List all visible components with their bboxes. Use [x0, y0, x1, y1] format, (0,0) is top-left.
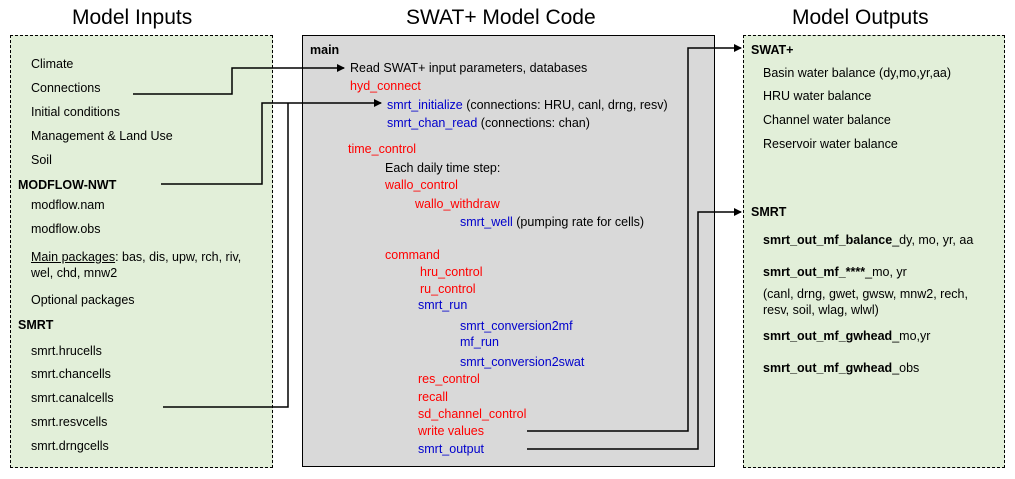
output-smrt-gwhead-obs: smrt_out_mf_gwhead_obs: [763, 362, 919, 375]
code-smrt-chan-read-note: (connections: chan): [477, 116, 590, 130]
input-modflow-nam: modflow.nam: [31, 198, 105, 212]
code-smrt-initialize: smrt_initialize: [387, 98, 463, 112]
input-management-land-use: Management & Land Use: [31, 129, 173, 143]
code-res-control: res_control: [418, 372, 480, 386]
code-time-control: time_control: [348, 142, 417, 156]
code-write-values: write values: [418, 424, 484, 438]
main-packages-list: : bas, dis, upw, rch, riv,: [115, 250, 242, 264]
code-hyd-connect: hyd_connect: [350, 79, 421, 93]
outputs-title: Model Outputs: [792, 6, 929, 29]
output-smrt-star-note1: (canl, drng, gwet, gwsw, mnw2, rech,: [763, 287, 968, 301]
smrt-inputs-header: SMRT: [18, 318, 54, 332]
input-optional-packages: Optional packages: [31, 293, 135, 307]
code-mf-run: mf_run: [460, 335, 499, 349]
input-main-packages-line2: wel, chd, mnw2: [31, 266, 118, 280]
code-command: command: [385, 248, 440, 262]
input-initial-conditions: Initial conditions: [31, 105, 120, 119]
code-main: main: [310, 43, 340, 57]
code-wallo-withdraw: wallo_withdraw: [415, 197, 500, 211]
input-smrt-resvcells: smrt.resvcells: [31, 415, 108, 429]
output-smrt-star-periods: _mo, yr: [865, 265, 907, 279]
smrt-outputs-header: SMRT: [751, 205, 787, 219]
code-wallo-control: wallo_control: [385, 178, 458, 192]
input-smrt-canalcells: smrt.canalcells: [31, 391, 114, 405]
code-smrt-conversion2swat: smrt_conversion2swat: [460, 355, 585, 369]
inputs-title: Model Inputs: [72, 6, 193, 29]
output-channel-water-balance: Channel water balance: [763, 113, 891, 127]
output-smrt-balance: smrt_out_mf_balance_dy, mo, yr, aa: [763, 234, 973, 247]
code-smrt-initialize-line: smrt_initialize (connections: HRU, canl,…: [387, 99, 668, 112]
output-smrt-balance-name: smrt_out_mf_balance: [763, 233, 893, 247]
code-smrt-run: smrt_run: [418, 298, 468, 312]
input-connections: Connections: [31, 81, 101, 95]
output-smrt-star-name: smrt_out_mf_****: [763, 265, 866, 279]
code-hru-control: hru_control: [420, 265, 483, 279]
code-recall: recall: [418, 390, 448, 404]
output-smrt-gwhead-periods: _mo,yr: [892, 329, 931, 343]
output-smrt-gwhead-name: smrt_out_mf_gwhead: [763, 329, 893, 343]
input-smrt-hrucells: smrt.hrucells: [31, 344, 102, 358]
code-smrt-chan-read-line: smrt_chan_read (connections: chan): [387, 117, 590, 130]
code-title: SWAT+ Model Code: [406, 6, 596, 29]
code-smrt-well-note: (pumping rate for cells): [512, 215, 645, 229]
output-smrt-balance-periods: _dy, mo, yr, aa: [892, 233, 974, 247]
modflow-header: MODFLOW-NWT: [18, 178, 117, 192]
main-packages-label: Main packages: [31, 250, 116, 264]
input-smrt-drngcells: smrt.drngcells: [31, 439, 109, 453]
output-smrt-gwhead-obs-name: smrt_out_mf_gwhead: [763, 361, 893, 375]
swat-outputs-header: SWAT+: [751, 43, 794, 57]
output-smrt-gwhead-obs-suffix: _obs: [892, 361, 920, 375]
input-main-packages: Main packages: bas, dis, upw, rch, riv,: [31, 251, 241, 264]
code-smrt-chan-read: smrt_chan_read: [387, 116, 478, 130]
code-smrt-output: smrt_output: [418, 442, 485, 456]
code-smrt-well: smrt_well: [460, 215, 513, 229]
code-daily-step: Each daily time step:: [385, 161, 501, 175]
outputs-panel: [743, 35, 1005, 468]
output-basin-water-balance: Basin water balance (dy,mo,yr,aa): [763, 66, 952, 80]
output-hru-water-balance: HRU water balance: [763, 89, 872, 103]
input-climate: Climate: [31, 57, 74, 71]
code-ru-control: ru_control: [420, 282, 476, 296]
output-smrt-gwhead: smrt_out_mf_gwhead_mo,yr: [763, 330, 930, 343]
code-smrt-initialize-note: (connections: HRU, canl, drng, resv): [462, 98, 668, 112]
code-read-params: Read SWAT+ input parameters, databases: [350, 61, 588, 75]
code-sd-channel-control: sd_channel_control: [418, 407, 527, 421]
output-reservoir-water-balance: Reservoir water balance: [763, 137, 898, 151]
code-smrt-conversion2mf: smrt_conversion2mf: [460, 319, 573, 333]
input-smrt-chancells: smrt.chancells: [31, 367, 111, 381]
output-smrt-star-note2: resv, soil, wlag, wlwl): [763, 303, 879, 317]
code-smrt-well-line: smrt_well (pumping rate for cells): [460, 216, 644, 229]
input-soil: Soil: [31, 153, 52, 167]
output-smrt-star: smrt_out_mf_****_mo, yr: [763, 266, 907, 279]
input-modflow-obs: modflow.obs: [31, 222, 101, 236]
